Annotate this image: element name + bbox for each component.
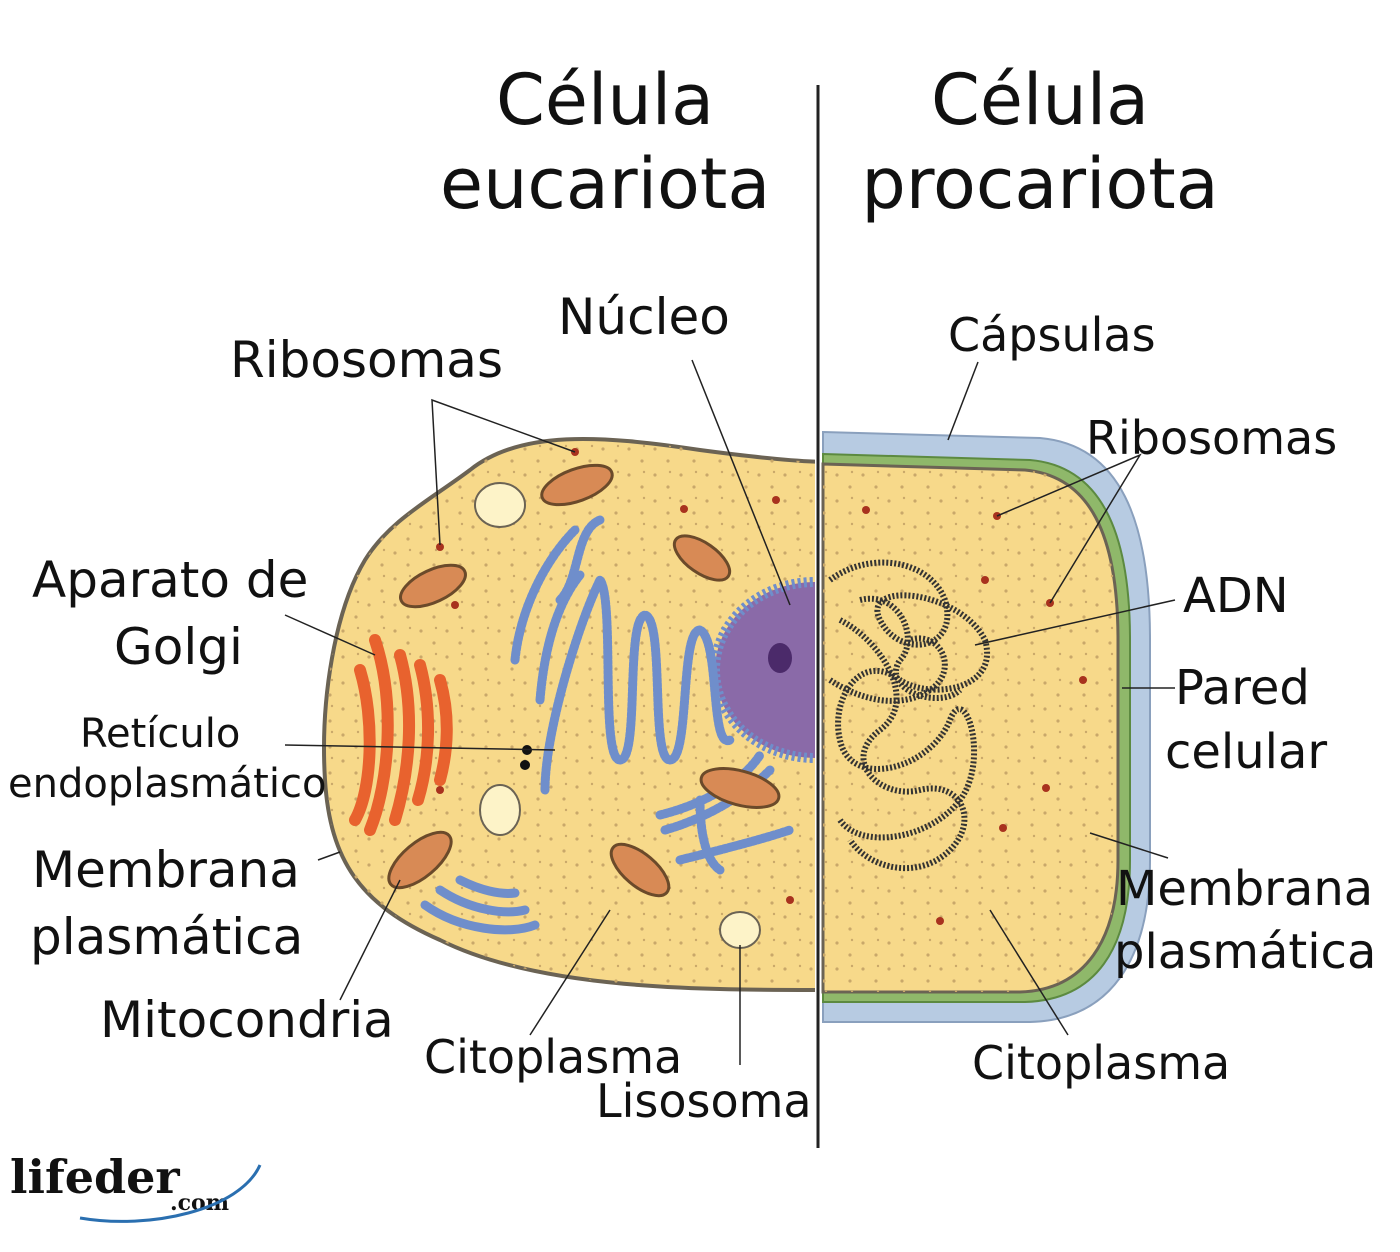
leader-lines (284, 359, 1176, 1065)
logo-swoosh-icon (79, 1164, 262, 1223)
title-line: procariota (861, 143, 1219, 225)
label-er-line1: Retículo (80, 711, 241, 757)
prokaryote-cell (821, 430, 1151, 1023)
label-prok-membrane-line2: plasmática (1114, 924, 1377, 980)
label-prok-cytoplasm: Citoplasma (972, 1036, 1231, 1090)
title-line: Célula (495, 59, 715, 141)
nucleolus (768, 643, 792, 673)
eukaryote-cell (322, 436, 815, 992)
label-nucleus: Núcleo (558, 288, 730, 346)
golgi-apparatus (349, 634, 453, 836)
label-golgi-line1: Aparato de (32, 551, 309, 609)
label-membrane-line1: Membrana (32, 841, 300, 899)
dna (828, 559, 991, 872)
label-lysosome: Lisosoma (596, 1074, 812, 1128)
label-cell-wall-line1: Pared (1175, 660, 1310, 716)
label-ribosomes: Ribosomas (230, 331, 503, 389)
eukaryote-title: Célula eucariota (440, 58, 770, 226)
label-er-line2: endoplasmático (8, 761, 327, 807)
label-cytoplasm: Citoplasma (424, 1030, 683, 1084)
label-cell-wall-line2: celular (1165, 724, 1328, 780)
label-prok-membrane-line1: Membrana (1116, 861, 1374, 917)
label-golgi-line2: Golgi (114, 618, 243, 676)
title-line: eucariota (440, 143, 771, 225)
label-mitochondria: Mitocondria (100, 991, 394, 1049)
prokaryote-title: Célula procariota (860, 58, 1220, 226)
label-capsule: Cápsulas (948, 308, 1156, 362)
label-membrane-line2: plasmática (30, 908, 304, 966)
title-line: Célula (930, 59, 1150, 141)
lysosomes (474, 482, 761, 949)
ribosomes (436, 448, 794, 904)
lifeder-logo: lifeder .com (10, 1150, 262, 1223)
label-prok-ribosomes: Ribosomas (1086, 411, 1338, 465)
logo-name: lifeder (10, 1150, 180, 1204)
golgi-blue (420, 875, 540, 935)
mitochondria (387, 463, 781, 898)
label-dna: ADN (1183, 568, 1289, 624)
